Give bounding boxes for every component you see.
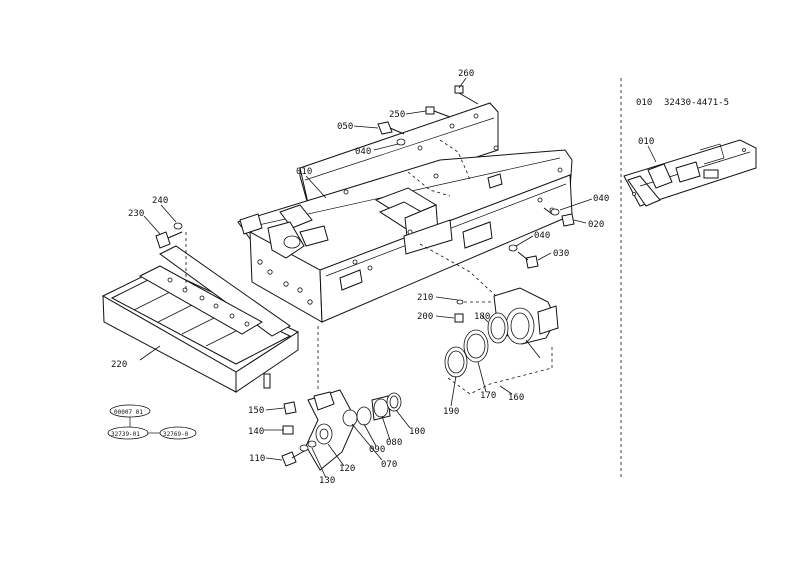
callout-190: 190 — [443, 407, 459, 417]
callout-040: 040 — [355, 147, 371, 157]
callout-040: 040 — [593, 194, 609, 204]
callout-170: 170 — [480, 391, 496, 401]
hitch-160 — [419, 243, 559, 395]
callout-labels: 260 250 050 040 010 240 230 040 020 040 … — [111, 69, 609, 486]
callout-260: 260 — [458, 69, 474, 79]
callout-120: 120 — [339, 464, 355, 474]
main-frame — [237, 102, 573, 323]
callout-080: 080 — [386, 438, 402, 448]
callout-210: 210 — [417, 293, 433, 303]
callout-240: 240 — [152, 196, 168, 206]
callout-220: 220 — [111, 360, 127, 370]
callout-010: 010 — [296, 167, 312, 177]
callout-230: 230 — [128, 209, 144, 219]
bracket-070 — [281, 326, 402, 471]
callout-250: 250 — [389, 110, 405, 120]
inset-ref-label: 010 — [636, 98, 652, 108]
leader-lines — [139, 77, 593, 479]
callout-020: 020 — [588, 220, 604, 230]
stamp-left: 32739-01 — [111, 431, 140, 438]
inset-callout: 010 — [638, 137, 654, 147]
callout-200: 200 — [417, 312, 433, 322]
callout-090: 090 — [369, 445, 385, 455]
callout-140: 140 — [248, 427, 264, 437]
callout-070: 070 — [381, 460, 397, 470]
callout-040: 040 — [534, 231, 550, 241]
callout-100: 100 — [409, 427, 425, 437]
callout-150: 150 — [248, 406, 264, 416]
callout-050: 050 — [337, 122, 353, 132]
stamp-right: 32769-0 — [163, 431, 189, 438]
callout-030: 030 — [553, 249, 569, 259]
stamps: 00007 01 32739-01 32769-0 — [107, 404, 197, 440]
frame-bolts — [155, 85, 575, 269]
callout-180: 180 — [474, 312, 490, 322]
callout-110: 110 — [249, 454, 265, 464]
inset-reference: 010 32430-4471-5 010 — [623, 98, 757, 207]
inset-part-number: 32430-4471-5 — [664, 98, 729, 108]
stamp-top: 00007 01 — [114, 409, 143, 416]
callout-160: 160 — [508, 393, 524, 403]
tray-220 — [101, 232, 300, 393]
callout-130: 130 — [319, 476, 335, 486]
